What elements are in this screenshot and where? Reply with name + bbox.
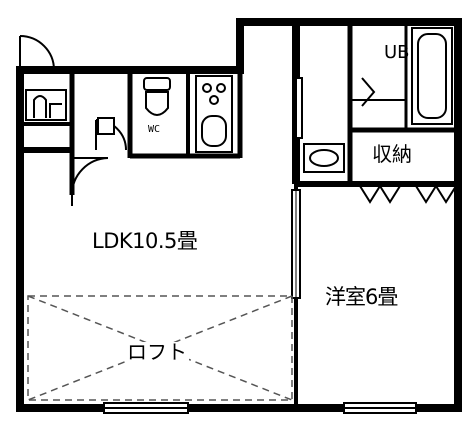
sliding-door	[291, 189, 301, 299]
bathtub	[411, 27, 453, 125]
windows	[103, 402, 417, 414]
loft-outline	[27, 295, 293, 401]
washbasin	[303, 143, 345, 173]
closet-folding-doors	[358, 185, 458, 204]
closet-label: 収納	[372, 142, 412, 166]
interior-walls	[20, 22, 458, 408]
western-room-label: 洋室6畳	[325, 285, 398, 309]
washroom-door	[95, 117, 127, 151]
closet-sliding-door	[295, 77, 303, 139]
entrance-door	[19, 35, 55, 74]
loft-label: ロフト	[125, 340, 189, 364]
entry-fixtures	[25, 89, 67, 121]
toilet	[143, 77, 171, 116]
bath-door	[361, 77, 376, 107]
wc-label: WC	[148, 124, 161, 135]
ldk-label: LDK10.5畳	[92, 229, 198, 253]
ub-label: UB	[384, 42, 410, 63]
kitchen	[195, 75, 233, 153]
hall-door	[71, 157, 109, 206]
